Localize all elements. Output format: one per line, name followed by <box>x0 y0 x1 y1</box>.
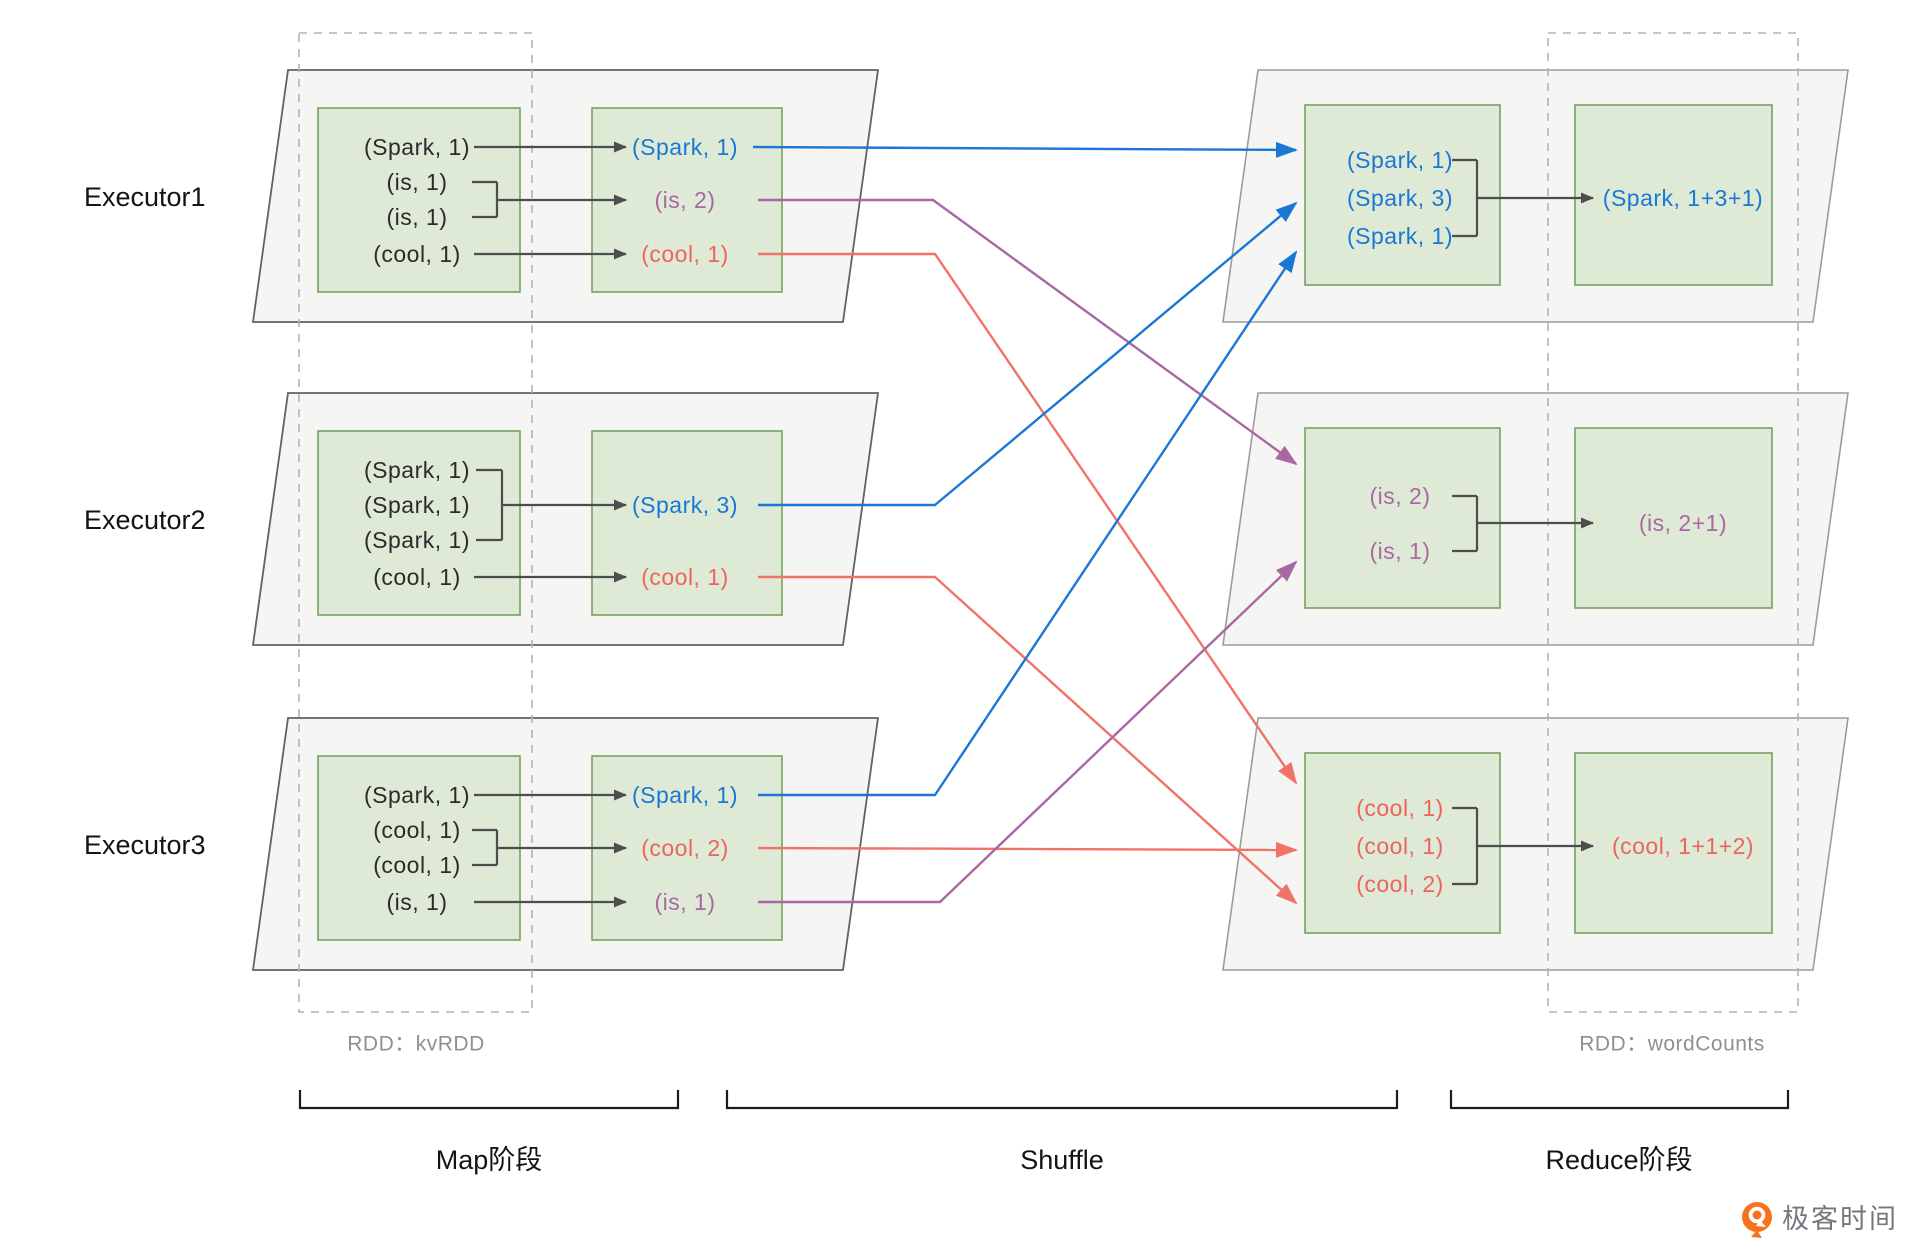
tuple: (cool, 1) <box>641 564 729 590</box>
reduce1-merge-arrow <box>1452 158 1594 238</box>
tuple: (cool, 2) <box>1356 871 1444 897</box>
tuple: (Spark, 3) <box>1347 185 1453 211</box>
executor1-label: Executor1 <box>84 182 206 212</box>
executor2-label: Executor2 <box>84 505 206 535</box>
reduce1-input-tuples: (Spark, 1) (Spark, 3) (Spark, 1) <box>1347 147 1453 249</box>
map-stage-label: Map阶段 <box>436 1145 543 1175</box>
executor2-map-arrows <box>474 468 627 583</box>
reduce2-input-tuples: (is, 2) (is, 1) <box>1370 483 1431 564</box>
reduce1-output-tuple: (Spark, 1+3+1) <box>1603 185 1763 211</box>
reduce2-output-partition <box>1574 427 1773 609</box>
executor2-input-partition <box>317 430 521 616</box>
reduce3-output-tuple: (cool, 1+1+2) <box>1612 833 1754 859</box>
reduce2-output-tuple: (is, 2+1) <box>1639 510 1727 536</box>
shuffle-line-exec2-spark <box>758 201 1298 507</box>
tuple: (cool, 1) <box>373 852 461 878</box>
kvrdd-label: RDD：kvRDD <box>347 1033 485 1056</box>
executor2-input-tuples: (Spark, 1) (Spark, 1) (Spark, 1) (cool, … <box>364 457 470 590</box>
tuple: (Spark, 1) <box>364 134 470 160</box>
executor3-input-tuples: (Spark, 1) (cool, 1) (cool, 1) (is, 1) <box>364 782 470 915</box>
shuffle-line-exec3-is <box>758 560 1298 904</box>
executor1-output-tuples: (Spark, 1) (is, 2) (cool, 1) <box>632 134 738 267</box>
tuple: (Spark, 1) <box>364 527 470 553</box>
tuple: (Spark, 1) <box>632 134 738 160</box>
wordcounts-label: RDD：wordCounts <box>1579 1033 1765 1056</box>
tuple: (is, 1) <box>387 169 448 195</box>
tuple: (is, 2) <box>1370 483 1431 509</box>
kvrdd-dashed-boundary <box>298 32 533 1013</box>
tuple: (cool, 1) <box>373 564 461 590</box>
shuffle-lines <box>752 141 1298 905</box>
geektime-logo: 极客时间 <box>1742 1202 1898 1238</box>
executor1-map-arrows <box>472 141 627 260</box>
tuple: (Spark, 1) <box>632 782 738 808</box>
reduce3-input-tuples: (cool, 1) (cool, 1) (cool, 2) <box>1356 795 1444 897</box>
reduce3-output-partition <box>1574 752 1773 934</box>
reduce-stage-label: Reduce阶段 <box>1545 1145 1692 1175</box>
reduce3-merge-arrow <box>1452 806 1594 886</box>
map-stage-bracket <box>298 1090 680 1110</box>
executor3-input-partition <box>317 755 521 941</box>
shuffle-line-exec2-cool <box>758 575 1298 905</box>
executor2-output-tuples: (Spark, 3) (cool, 1) <box>632 492 738 590</box>
reduce3-input-partition <box>1304 752 1501 934</box>
shuffle-stage-label: Shuffle <box>1020 1145 1104 1175</box>
tuple: (is, 1) <box>1370 538 1431 564</box>
shuffle-stage-bracket <box>725 1090 1399 1110</box>
reduce2-input-partition <box>1304 427 1501 609</box>
reduce1-output-partition <box>1574 104 1773 286</box>
tuple: (is, 2) <box>655 187 716 213</box>
tuple: (is, 1) <box>387 204 448 230</box>
executor1-input-tuples: (Spark, 1) (is, 1) (is, 1) (cool, 1) <box>364 134 470 267</box>
executor3-output-tuples: (Spark, 1) (cool, 2) (is, 1) <box>632 782 738 915</box>
tuple: (cool, 1) <box>641 241 729 267</box>
shuffle-line-exec1-spark <box>752 141 1298 158</box>
tuple: (is, 1) <box>655 889 716 915</box>
tuple: (Spark, 1) <box>1347 223 1453 249</box>
tuple: (cool, 1) <box>1356 833 1444 859</box>
tuple: (cool, 2) <box>641 835 729 861</box>
executor3-map-arrows <box>472 789 627 908</box>
tuple: (Spark, 1) <box>1347 147 1453 173</box>
tuple: (Spark, 1) <box>364 492 470 518</box>
executor1-input-partition <box>317 107 521 293</box>
geektime-logo-icon <box>1742 1202 1772 1238</box>
tuple: (Spark, 1) <box>364 782 470 808</box>
reduce-stage-bracket <box>1449 1090 1790 1110</box>
shuffle-line-exec3-cool <box>757 841 1298 858</box>
shuffle-line-exec1-is <box>758 198 1298 466</box>
tuple: (cool, 1) <box>373 241 461 267</box>
reduce1-input-partition <box>1304 104 1501 286</box>
executor3-label: Executor3 <box>84 830 206 860</box>
tuple: (Spark, 3) <box>632 492 738 518</box>
executor2-output-partition <box>591 430 783 616</box>
tuple: (Spark, 1) <box>364 457 470 483</box>
tuple: (cool, 1) <box>373 817 461 843</box>
shuffle-line-exec1-cool <box>758 252 1298 785</box>
tuple: (is, 1) <box>387 889 448 915</box>
tuple: (cool, 1) <box>1356 795 1444 821</box>
shuffle-line-exec3-spark <box>758 250 1298 797</box>
reduce2-merge-arrow <box>1452 494 1594 553</box>
geektime-logo-text: 极客时间 <box>1782 1204 1898 1234</box>
